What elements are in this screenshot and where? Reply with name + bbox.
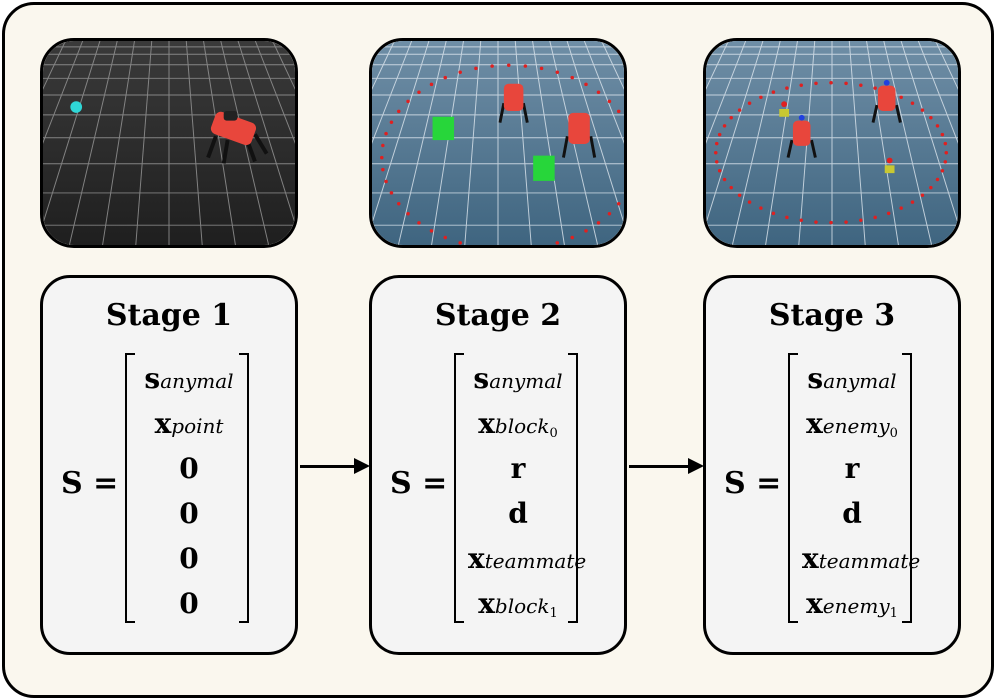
robot-icon — [562, 112, 597, 158]
stage-panel-1: Stage 1 S = sanymal xpoint 0 0 0 0 — [40, 275, 298, 655]
scene-stage-1 — [40, 38, 298, 248]
floor-grid — [43, 41, 295, 245]
entry-subscript: block0 — [494, 414, 558, 441]
target-point-icon — [70, 101, 83, 113]
entry-subscript: point — [171, 414, 224, 438]
scene-3-render — [706, 41, 958, 245]
vector-entry: 0 — [139, 542, 239, 575]
state-symbol: S = — [61, 466, 119, 501]
robot-icon — [786, 114, 817, 158]
vector-entry: d — [802, 497, 902, 530]
entry-index: 0 — [889, 426, 898, 441]
stage-title: Stage 2 — [434, 298, 562, 333]
block-icon — [533, 155, 555, 181]
block-icon — [432, 116, 455, 141]
entry-symbol: 0 — [179, 452, 199, 485]
robot-icon — [871, 79, 902, 123]
right-bracket — [568, 353, 578, 623]
vector-entry: 0 — [139, 497, 239, 530]
robot-icon — [206, 110, 269, 164]
left-bracket — [454, 353, 464, 623]
entry-subscript: anymal — [823, 369, 897, 393]
vector-entry: 0 — [139, 587, 239, 620]
vector-entry: sanymal — [468, 362, 568, 395]
state-vector: sanymal xpoint 0 0 0 0 — [139, 362, 239, 620]
entry-symbol: x — [154, 407, 172, 440]
entry-subscript: block1 — [494, 594, 558, 621]
enemy-icon — [779, 101, 790, 117]
entry-index: 1 — [889, 606, 898, 621]
entry-symbol: x — [806, 407, 823, 440]
entry-symbol: s — [144, 362, 161, 395]
vector-entry: xteammate — [802, 542, 920, 575]
entry-subscript: anymal — [489, 369, 563, 393]
boundary-ring — [714, 81, 949, 225]
entry-symbol: x — [478, 587, 495, 620]
right-bracket — [239, 353, 249, 623]
vector-entry: xenemy1 — [802, 587, 902, 621]
left-bracket — [788, 353, 798, 623]
vector-entry: xteammate — [468, 542, 586, 575]
entry-subscript: teammate — [484, 549, 587, 573]
entry-symbol: s — [807, 362, 824, 395]
entry-symbol: d — [508, 497, 528, 530]
scene-2-render — [372, 41, 624, 245]
boundary-ring — [380, 63, 621, 245]
scene-stage-2 — [369, 38, 627, 248]
state-symbol: S = — [390, 466, 448, 501]
vector-entry: d — [468, 497, 568, 530]
entry-symbol: d — [842, 497, 862, 530]
entry-index: 0 — [549, 426, 558, 441]
vector-entry: 0 — [139, 452, 239, 485]
entry-subscript: enemy0 — [822, 414, 898, 441]
vector-entry: xenemy0 — [802, 407, 902, 441]
entry-symbol: r — [510, 452, 526, 485]
vector-entry: xpoint — [139, 407, 239, 440]
left-bracket — [125, 353, 135, 623]
scene-stage-3 — [703, 38, 961, 248]
vector-entry: sanymal — [802, 362, 902, 395]
entry-symbol: 0 — [179, 497, 199, 530]
arrow-stage-2-to-3 — [629, 458, 704, 474]
stage-title: Stage 1 — [105, 298, 233, 333]
entry-subscript: anymal — [160, 369, 234, 393]
robot-icon — [498, 83, 529, 123]
entry-symbol: x — [478, 407, 495, 440]
vector-entry: r — [468, 452, 568, 485]
entry-symbol: x — [802, 542, 819, 575]
entry-subscript: enemy1 — [822, 594, 898, 621]
entry-symbol: 0 — [179, 587, 199, 620]
state-symbol: S = — [724, 466, 782, 501]
enemy-icon — [884, 157, 895, 174]
stage-title: Stage 3 — [768, 298, 896, 333]
vector-entry: sanymal — [139, 362, 239, 395]
vector-entry: xblock0 — [468, 407, 568, 441]
entry-symbol: x — [806, 587, 823, 620]
entry-symbol: s — [473, 362, 490, 395]
floor-grid — [706, 41, 958, 245]
right-bracket — [902, 353, 912, 623]
entry-symbol: x — [468, 542, 485, 575]
vector-entry: xblock1 — [468, 587, 568, 621]
scene-1-render — [43, 41, 295, 245]
entry-symbol: r — [844, 452, 860, 485]
floor-grid — [372, 41, 624, 245]
vector-entry: r — [802, 452, 902, 485]
entry-index: 1 — [549, 606, 558, 621]
entry-subscript: teammate — [818, 549, 921, 573]
entry-symbol: 0 — [179, 542, 199, 575]
arrow-stage-1-to-2 — [300, 458, 370, 474]
